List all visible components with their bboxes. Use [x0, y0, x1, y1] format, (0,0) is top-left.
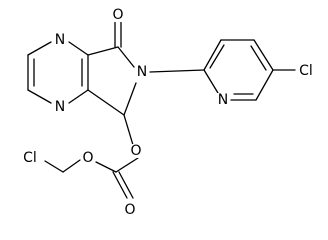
bond: [44, 160, 64, 173]
bond: [118, 171, 134, 199]
atom-label-nitrogen: N: [137, 64, 147, 80]
bond: [117, 46, 135, 68]
chemical-structure-diagram: O N N N N Cl O O O Cl: [21, 7, 315, 218]
bond: [27, 41, 52, 56]
bond: [203, 39, 222, 71]
atom-label-oxygen: O: [112, 7, 123, 23]
bond: [27, 89, 52, 104]
atom-label-layer: O N N N N Cl O O O Cl: [23, 7, 313, 218]
atom-label-backing: [21, 151, 39, 165]
bond: [203, 69, 219, 94]
bond: [87, 89, 125, 116]
atom-label-oxygen: O: [82, 150, 93, 166]
bond: [112, 171, 128, 199]
bond: [123, 114, 134, 146]
atom-label-nitrogen: N: [55, 99, 65, 115]
bond: [68, 41, 89, 56]
atom-label-backing: [216, 93, 230, 107]
bond-layer: [27, 18, 296, 199]
atom-label-backing: [110, 8, 126, 22]
bond: [123, 82, 137, 116]
atom-label-backing: [135, 65, 149, 79]
bond: [95, 161, 117, 173]
atom-label-nitrogen: N: [218, 92, 228, 108]
atom-label-backing: [80, 151, 96, 165]
atom-label-backing: [53, 100, 67, 114]
atom-label-chlorine: Cl: [23, 150, 37, 166]
bond: [253, 39, 274, 71]
atom-label-oxygen: O: [130, 143, 141, 159]
atom-label-chlorine: Cl: [299, 63, 313, 79]
bond: [115, 157, 139, 173]
bond: [62, 159, 81, 173]
bond: [68, 89, 89, 104]
atom-label-backing: [53, 33, 67, 47]
bond: [255, 69, 274, 101]
atom-label-backing: [128, 144, 144, 158]
atom-label-backing: [122, 203, 138, 217]
bond: [250, 45, 267, 71]
atom-label-oxygen: O: [124, 202, 135, 218]
atom-label-nitrogen: N: [55, 32, 65, 48]
bond: [87, 46, 119, 56]
atom-label-backing: [297, 64, 315, 78]
bond: [209, 44, 225, 69]
bond: [149, 69, 205, 73]
